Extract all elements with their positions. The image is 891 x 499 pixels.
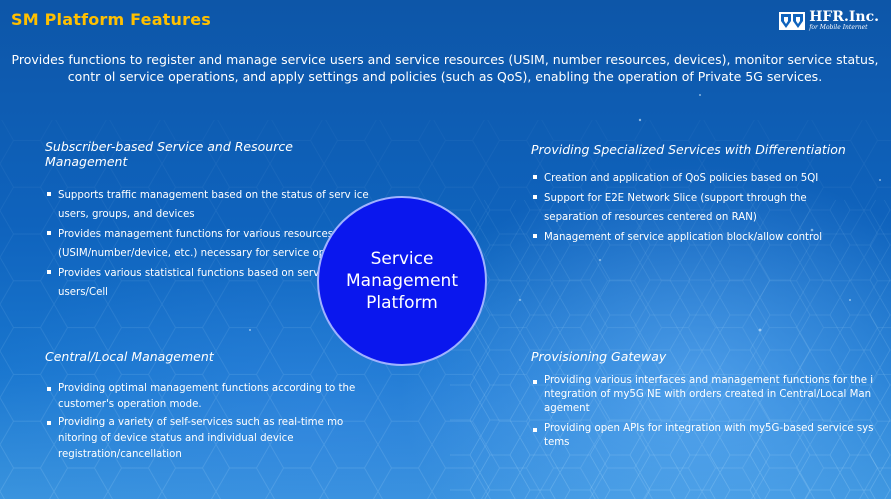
logo-name: HFR.Inc. [809, 9, 879, 25]
section-specialized-services: Providing Specialized Services with Diff… [531, 142, 851, 247]
intro-description: Provides functions to register and manag… [11, 52, 879, 84]
list-item: Support for E2E Network Slice (support t… [531, 189, 851, 227]
logo-tagline: for Mobile Internet [809, 24, 868, 31]
list-item: Providing a variety of self-services suc… [45, 415, 365, 463]
page-title: SM Platform Features [11, 10, 211, 29]
list-item: Creation and application of QoS policies… [531, 169, 851, 188]
section-subscriber-management: Subscriber-based Service and Resource Ma… [45, 139, 375, 302]
service-management-platform-circle: Service Management Platform [317, 196, 487, 366]
list-item: Provides management functions for variou… [45, 225, 375, 263]
list-item: Providing open APIs for integration with… [531, 422, 883, 450]
section-central-local-management: Central/Local Management Providing optim… [45, 349, 365, 463]
list-item: Providing optimal management functions a… [45, 381, 365, 413]
section-provisioning-gateway: Provisioning Gateway Providing various i… [531, 349, 883, 450]
section-title: Subscriber-based Service and Resource Ma… [45, 139, 293, 169]
section-title: Providing Specialized Services with Diff… [531, 142, 846, 157]
list-item: Provides various statistical functions b… [45, 264, 375, 302]
section-title: Provisioning Gateway [531, 349, 667, 364]
list-item: Providing various interfaces and managem… [531, 374, 883, 416]
feature-list: Providing optimal management functions a… [45, 381, 365, 463]
feature-list: Providing various interfaces and managem… [531, 374, 883, 450]
section-title: Central/Local Management [45, 349, 214, 364]
list-item: Management of service application block/… [531, 228, 851, 247]
company-logo: HFR.Inc. for Mobile Internet [779, 10, 879, 31]
hfr-logo-mark-icon [779, 11, 806, 30]
feature-list: Creation and application of QoS policies… [531, 169, 851, 247]
feature-list: Supports traffic management based on the… [45, 186, 375, 302]
circle-label: Service Management Platform [346, 249, 458, 313]
list-item: Supports traffic management based on the… [45, 186, 375, 224]
